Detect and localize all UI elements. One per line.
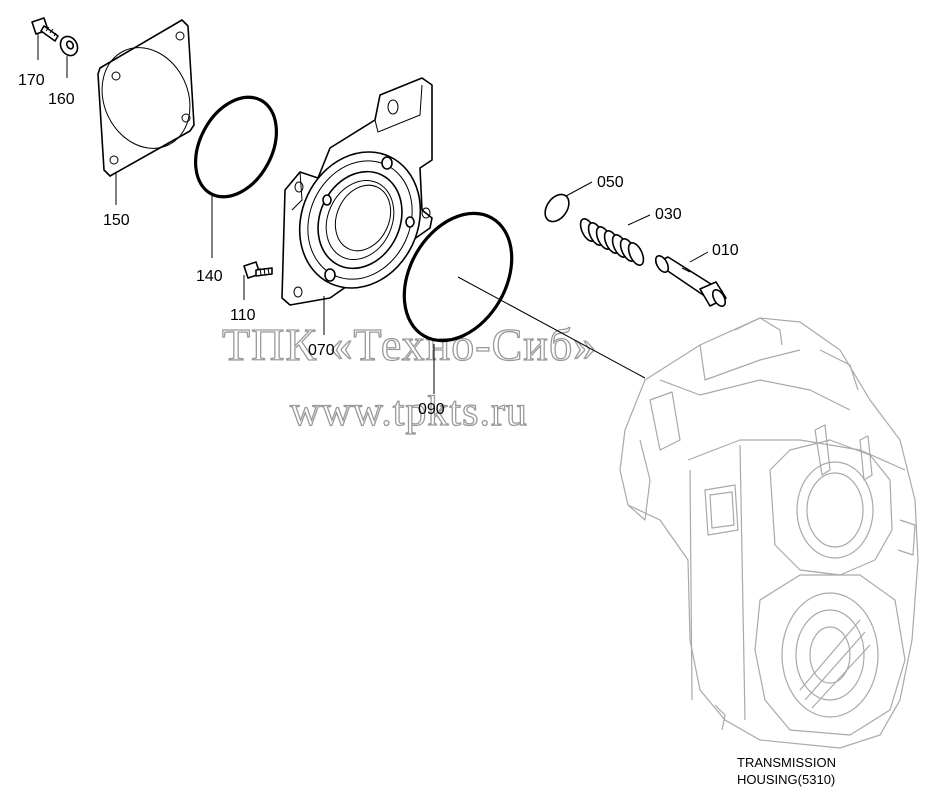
label-160: 160 [48,91,75,108]
washer-160 [59,35,79,57]
label-170: 170 [18,72,45,89]
housing-caption-line1: TRANSMISSION [737,755,836,770]
label-110: 110 [230,307,256,324]
label-050: 050 [597,174,624,191]
spool-010 [654,255,727,307]
bolt-170 [31,17,59,42]
label-030: 030 [655,206,682,223]
oring-140 [194,95,278,199]
label-140: 140 [196,268,223,285]
housing-caption: TRANSMISSION HOUSING(5310) [737,755,836,787]
spring-030 [579,218,645,266]
label-010: 010 [712,242,739,259]
oring-050 [544,193,570,223]
label-090: 090 [418,401,445,418]
leader-lines [37,34,709,394]
bolt-110 [243,261,273,279]
watermark-url: www.tpkts.ru [290,389,528,435]
gasket-150 [97,19,195,177]
label-070: 070 [308,342,335,359]
cover-070 [281,77,433,306]
transmission-housing [619,317,919,749]
watermark: ТПК «Техно-Сиб» www.tpkts.ru [221,318,597,435]
oring-090 [402,211,514,343]
watermark-company: ТПК «Техно-Сиб» [222,319,597,370]
label-150: 150 [103,212,130,229]
housing-caption-line2: HOUSING(5310) [737,772,835,787]
part-number-labels: 170 160 150 140 110 070 090 050 030 010 [18,72,739,418]
